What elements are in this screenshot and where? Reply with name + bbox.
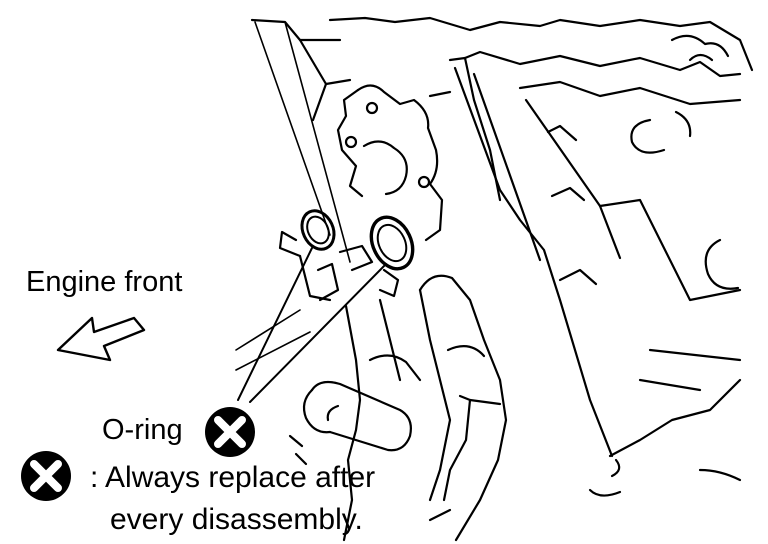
coolant-pipe (288, 274, 508, 542)
o-ring-left (300, 209, 336, 251)
guide-lines (235, 21, 351, 371)
o-ring-label: O-ring (102, 414, 183, 446)
legend-line-2: every disassembly. (110, 503, 363, 536)
oil-pump-housing (278, 230, 422, 542)
engine-block (453, 66, 742, 497)
cylinder-head-outline (250, 16, 754, 122)
circle-x-icon (205, 407, 255, 457)
o-ring-right (369, 215, 415, 271)
circle-x-icon (21, 451, 71, 501)
front-cover (336, 56, 502, 242)
engine-front-label: Engine front (26, 266, 183, 298)
legend-line-1: : Always replace after (90, 461, 376, 494)
engine-front-arrow (56, 316, 146, 362)
o-ring-leader-lines (237, 247, 387, 403)
